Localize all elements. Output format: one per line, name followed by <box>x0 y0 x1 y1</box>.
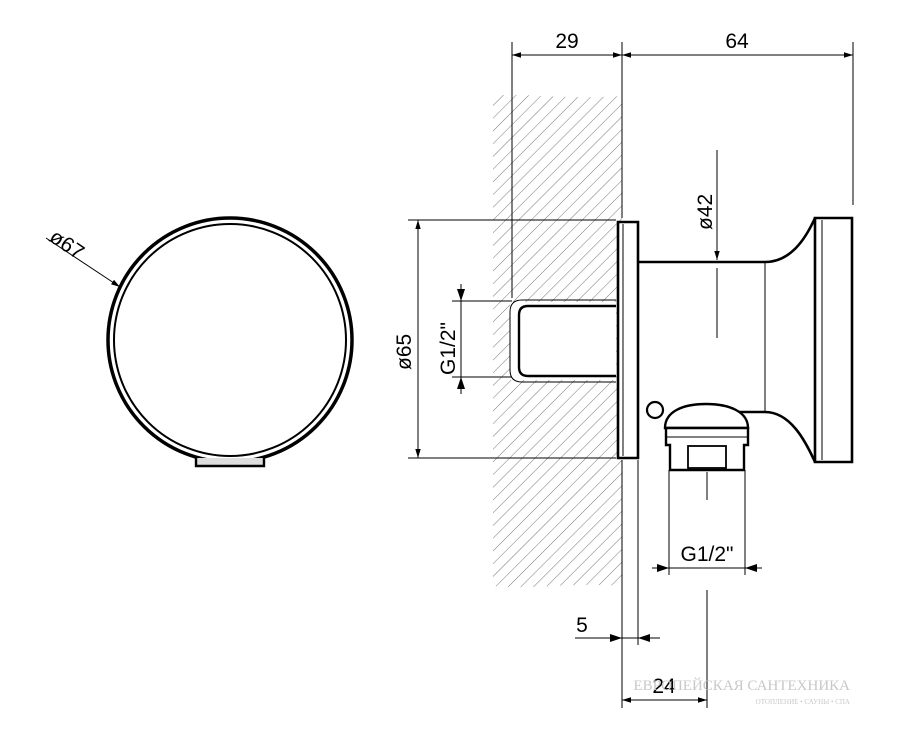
wall-hatch <box>493 94 622 588</box>
side-view <box>616 216 854 500</box>
front-outer-ring <box>106 216 354 464</box>
watermark-sub: ОТОПЛЕНИЕ • САУНЫ • СПА <box>756 698 850 706</box>
wall-cavity <box>509 299 616 383</box>
body-bottom <box>738 410 817 463</box>
dim-5-arrow-right <box>638 634 650 642</box>
front-diameter-label: ø67 <box>45 225 88 264</box>
dim-inlet-arrow-bottom <box>457 377 465 389</box>
dim-inlet-arrow-top <box>457 289 465 301</box>
front-view: ø67 <box>45 216 354 468</box>
outlet-nut <box>664 426 750 472</box>
watermark-main: ЕВРОПЕЙСКАЯ САНТЕХНИКА <box>633 677 850 694</box>
dim-inlet-label: G1/2" <box>437 322 460 375</box>
dim-5-label: 5 <box>576 614 588 637</box>
dimension-lines: 29 64 ø42 ø65 G1/2" G1/2" 5 24 <box>393 30 854 708</box>
dim-29-label: 29 <box>555 30 578 53</box>
wall-section <box>493 94 622 588</box>
dim-42-label: ø42 <box>694 194 717 230</box>
front-diameter-leader <box>45 237 121 288</box>
outlet-nut-top <box>663 402 750 430</box>
pin <box>645 400 665 420</box>
inlet-pipe <box>517 304 616 378</box>
wall-flange <box>616 220 640 460</box>
watermark: ЕВРОПЕЙСКАЯ САНТЕХНИКА ОТОПЛЕНИЕ • САУНЫ… <box>633 677 850 706</box>
outlet-nut-face <box>687 445 727 469</box>
dim-outlet-arrow-right <box>745 564 757 572</box>
dim-5-arrow-left <box>610 634 622 642</box>
body-top <box>638 217 817 264</box>
front-cap <box>813 216 854 464</box>
dim-65-label: ø65 <box>393 334 416 370</box>
front-outlet-stub <box>194 458 266 468</box>
dim-64-label: 64 <box>725 30 749 53</box>
front-inner-ring <box>113 223 347 457</box>
dim-outlet-arrow-left <box>657 564 669 572</box>
dim-24-label: 24 <box>652 675 676 698</box>
dim-outlet-label: G1/2" <box>681 543 734 566</box>
